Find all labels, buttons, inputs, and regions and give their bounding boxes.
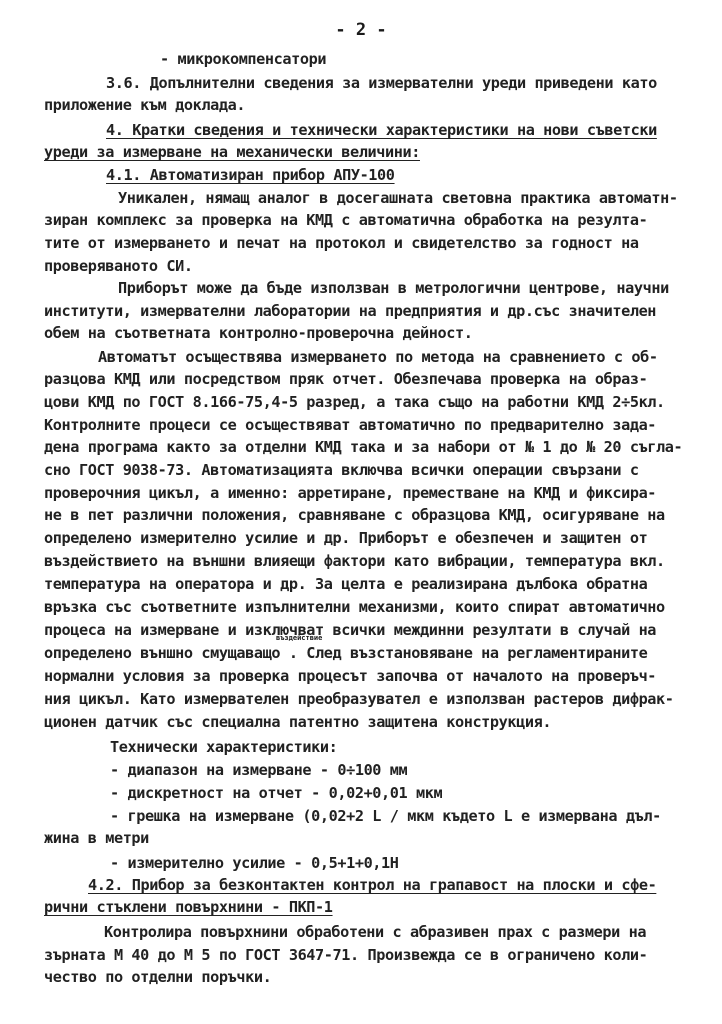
- handwritten-insertion: въздействие: [276, 634, 323, 642]
- text-line: - микрокомпенсатори: [160, 50, 327, 68]
- spec-item: жина в метри: [44, 829, 149, 847]
- text-line: дена програма както за отделни КМД така …: [44, 438, 683, 456]
- text-line: Автоматът осъществява измерването по мет…: [98, 348, 658, 366]
- text-line: връзка със съответните изпълнителни меха…: [44, 598, 665, 616]
- text-line: зърната М 40 до М 5 по ГОСТ 3647-71. Про…: [44, 946, 648, 964]
- text-line: Уникален, нямащ аналог в досегашната све…: [118, 189, 678, 207]
- text-line: въздействието на външни влияещи фактори …: [44, 552, 665, 570]
- text-line: не в пет различни положения, сравняване …: [44, 506, 665, 524]
- text-line: чество по отделни поръчки.: [44, 968, 272, 986]
- text-line: институти, измервателни лаборатории на п…: [44, 302, 657, 320]
- text-line: Технически характеристики:: [110, 738, 338, 756]
- text-line: Приборът може да бъде използван в метрол…: [118, 279, 669, 297]
- text-line: цови КМД по ГОСТ 8.166-75,4-5 разред, а …: [44, 393, 665, 411]
- text-line: зиран комплекс за проверка на КМД с авто…: [44, 211, 648, 229]
- text-line: обем на съответната контролно-проверочна…: [44, 324, 473, 342]
- text-line: Контролира повърхнини обработени с абраз…: [104, 923, 647, 941]
- text-line: определено измерително усилие и др. Приб…: [44, 529, 648, 547]
- text-line: разцова КМД или посредством пряк отчет. …: [44, 370, 648, 388]
- spec-item: - грешка на измерване (0,02+2 L / мкм къ…: [110, 807, 661, 825]
- text-line: сно ГОСТ 9038-73. Автоматизацията включв…: [44, 461, 639, 479]
- subsection-heading: 4.2. Прибор за безконтактен контрол на г…: [88, 876, 657, 894]
- spec-item: - диапазон на измерване - 0÷100 мм: [110, 761, 408, 779]
- text-line: приложение към доклада.: [44, 96, 246, 114]
- spec-item: - дискретност на отчет - 0,02+0,01 мкм: [110, 784, 443, 802]
- text-line: ционен датчик със специална патентно защ…: [44, 713, 552, 731]
- text-line: определено външно смущаващо . След възст…: [44, 644, 648, 662]
- text-line: процеса на измерване и изключват всички …: [44, 621, 657, 639]
- text-line: проверяваното СИ.: [44, 257, 193, 275]
- section-heading: 4. Кратки сведения и технически характер…: [106, 121, 657, 139]
- text-line: 3.6. Допълнителни сведения за измервател…: [106, 74, 657, 92]
- text-line: тите от измерването и печат на протокол …: [44, 234, 639, 252]
- subsection-heading: 4.1. Автоматизиран прибор АПУ-100: [106, 166, 395, 184]
- section-heading: уреди за измерване на механически величи…: [44, 143, 420, 161]
- subsection-heading: рични стъклени повърхнини - ПКП-1: [44, 898, 333, 916]
- text-line: температура на оператора и др. За целта …: [44, 575, 648, 593]
- text-line: Контролните процеси се осъществяват авто…: [44, 416, 657, 434]
- text-line: ния цикъл. Като измервателен преобразува…: [44, 690, 674, 708]
- page-number: - 2 -: [335, 20, 387, 40]
- spec-item: - измерително усилие - 0,5+1+0,1Н: [110, 854, 399, 872]
- text-line: нормални условия за проверка процесът за…: [44, 667, 657, 685]
- text-line: проверочния цикъл, а именно: арретиране,…: [44, 484, 657, 502]
